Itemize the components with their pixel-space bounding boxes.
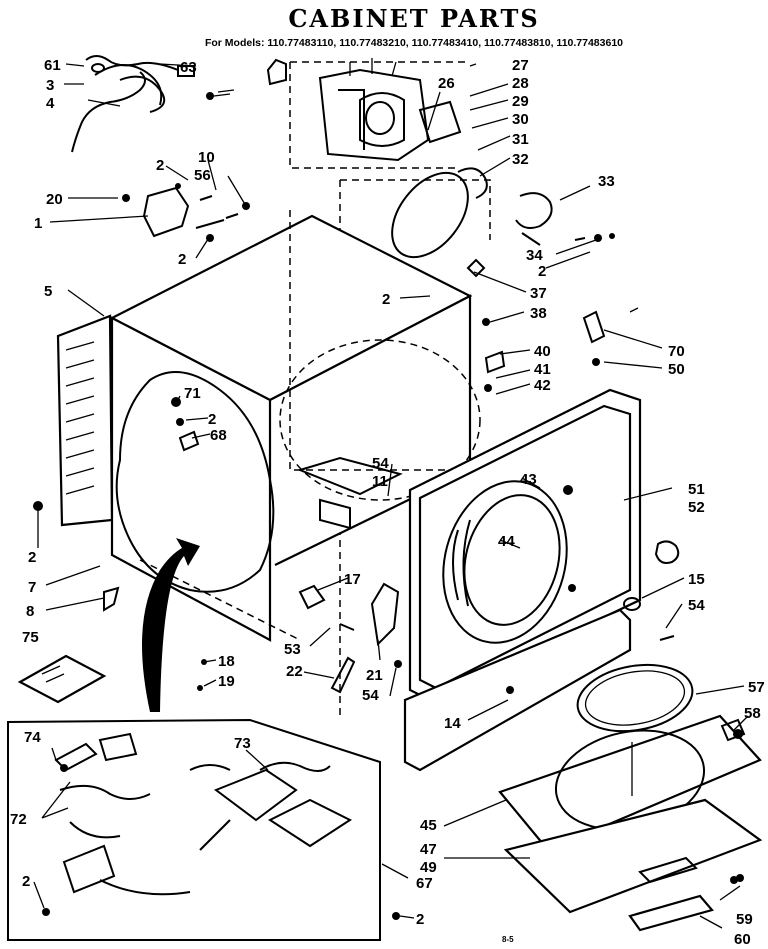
callout-42: 42	[534, 377, 551, 394]
callout-61: 61	[44, 57, 61, 74]
callout-14: 14	[444, 715, 461, 732]
callout-50: 50	[668, 361, 685, 378]
callout-22: 22	[286, 663, 303, 680]
callout-45: 45	[420, 817, 437, 834]
callout-52: 52	[688, 499, 705, 516]
callout-20: 20	[46, 191, 63, 208]
models-line: For Models: 110.77483110, 110.77483210, …	[205, 37, 623, 49]
callout-2c: 2	[538, 263, 546, 280]
callout-5: 5	[44, 283, 52, 300]
callout-54a: 54	[372, 455, 389, 472]
callout-1: 1	[34, 215, 42, 232]
cabinet-body	[109, 210, 481, 642]
callout-54b: 54	[688, 597, 705, 614]
callout-74: 74	[24, 729, 41, 746]
callout-4: 4	[46, 95, 55, 112]
leader-lines	[33, 63, 749, 929]
callout-26: 26	[438, 75, 455, 92]
callout-31: 31	[512, 131, 529, 148]
callout-54c: 54	[362, 687, 379, 704]
callout-3: 3	[46, 77, 54, 94]
callout-63: 63	[180, 59, 197, 76]
inset-detail-box	[7, 718, 400, 941]
callout-17: 17	[344, 571, 361, 588]
callout-15: 15	[688, 571, 705, 588]
manual-card	[17, 654, 107, 704]
callout-43: 43	[520, 471, 537, 488]
callout-72: 72	[10, 811, 27, 828]
callout-2g: 2	[22, 873, 30, 890]
callout-47: 47	[420, 841, 437, 858]
callout-2h: 2	[416, 911, 424, 928]
callout-75: 75	[22, 629, 39, 646]
callout-53: 53	[284, 641, 301, 658]
callout-70: 70	[668, 343, 685, 360]
callout-18: 18	[218, 653, 235, 670]
callout-38: 38	[530, 305, 547, 322]
callout-37: 37	[530, 285, 547, 302]
callout-2e: 2	[208, 411, 216, 428]
callout-labels: 61 63 3 4 26 27 28 29 30 31 32 33 2 10 5…	[10, 57, 765, 948]
drive-motor-group	[289, 58, 470, 169]
toe-panel	[403, 608, 632, 772]
callout-33: 33	[598, 173, 615, 190]
callout-7: 7	[28, 579, 36, 596]
right-loose-parts	[466, 258, 746, 884]
callout-71: 71	[184, 385, 201, 402]
front-panel	[408, 388, 642, 702]
callout-58: 58	[744, 705, 761, 722]
callout-19: 19	[218, 673, 235, 690]
callout-30: 30	[512, 111, 529, 128]
callout-73: 73	[234, 735, 251, 752]
power-cord-group	[71, 55, 287, 153]
base-panel	[503, 798, 763, 932]
callout-2d: 2	[382, 291, 390, 308]
reference-arrow	[142, 538, 200, 712]
callout-49: 49	[420, 859, 437, 876]
callout-27: 27	[512, 57, 529, 74]
callout-57: 57	[748, 679, 765, 696]
callout-34: 34	[526, 247, 543, 264]
footer-code: 8-5	[502, 935, 514, 944]
callout-60: 60	[734, 931, 751, 948]
callout-68: 68	[210, 427, 227, 444]
callout-32: 32	[512, 151, 529, 168]
callout-11: 11	[372, 473, 388, 490]
callout-10: 10	[198, 149, 215, 166]
callout-28: 28	[512, 75, 529, 92]
callout-40: 40	[534, 343, 551, 360]
callout-41: 41	[534, 361, 551, 378]
callout-44: 44	[498, 533, 515, 550]
callout-2f: 2	[28, 549, 36, 566]
callout-67: 67	[416, 875, 433, 892]
callout-56: 56	[194, 167, 211, 184]
diagram-title: CABINET PARTS	[288, 4, 539, 33]
callout-2a: 2	[156, 157, 164, 174]
callout-2b: 2	[178, 251, 186, 268]
callout-51: 51	[688, 481, 705, 498]
callout-29: 29	[512, 93, 529, 110]
callout-59: 59	[736, 911, 753, 928]
back-panel	[56, 314, 114, 527]
callout-21: 21	[366, 667, 383, 684]
callout-8: 8	[26, 603, 34, 620]
